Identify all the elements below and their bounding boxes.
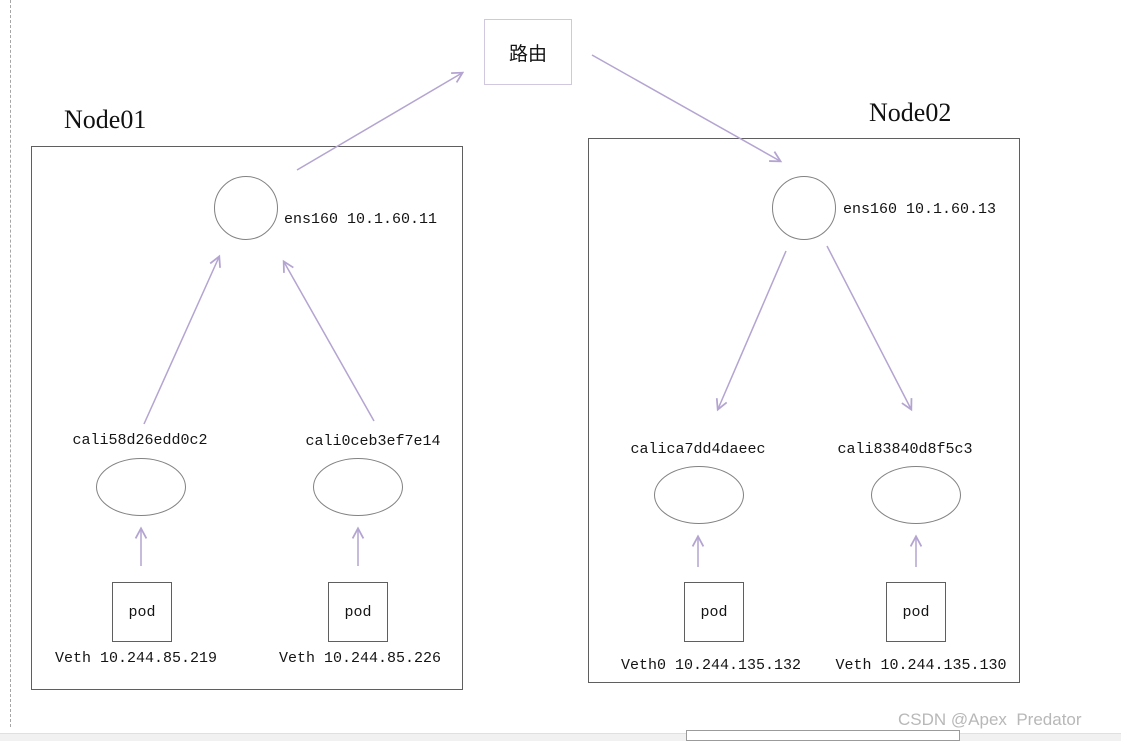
node01-nic-label: ens160 10.1.60.11 (284, 211, 438, 228)
node01-cali-label-1: cali58d26edd0c2 (72, 432, 208, 449)
node02-veth-label-1: Veth0 10.244.135.132 (620, 657, 802, 674)
pod-label: pod (128, 603, 156, 621)
node02-cali-label-2: cali83840d8f5c3 (837, 441, 973, 458)
node02-title: Node02 (869, 98, 952, 127)
node01-cali-label-2: cali0ceb3ef7e14 (305, 433, 441, 450)
pod-label: pod (902, 603, 930, 621)
node02-pod-box-2: pod (886, 582, 946, 642)
horizontal-scrollbar-thumb[interactable] (686, 730, 960, 741)
node02-cali-ellipse-1 (654, 466, 744, 524)
node02-cali-ellipse-2 (871, 466, 961, 524)
node01-veth-label-2: Veth 10.244.85.226 (278, 650, 442, 667)
node02-veth-label-2: Veth 10.244.135.130 (835, 657, 1007, 674)
node01-pod-box-1: pod (112, 582, 172, 642)
node02-pod-box-1: pod (684, 582, 744, 642)
horizontal-scrollbar-track[interactable] (0, 733, 1121, 741)
node01-box (31, 146, 463, 690)
pod-label: pod (700, 603, 728, 621)
left-dashed-border (10, 0, 11, 727)
router-label: 路由 (508, 43, 547, 65)
node01-nic-circle (214, 176, 278, 240)
csdn-watermark: CSDN @Apex Predator (898, 710, 1082, 729)
node02-cali-label-1: calica7dd4daeec (630, 441, 766, 458)
node01-pod-box-2: pod (328, 582, 388, 642)
node01-veth-label-1: Veth 10.244.85.219 (54, 650, 218, 667)
node01-cali-ellipse-2 (313, 458, 403, 516)
node01-title: Node01 (64, 105, 147, 134)
node02-box (588, 138, 1020, 683)
router-box: 路由 (484, 19, 572, 85)
pod-label: pod (344, 603, 372, 621)
node02-nic-label: ens160 10.1.60.13 (843, 201, 997, 218)
node01-cali-ellipse-1 (96, 458, 186, 516)
node02-nic-circle (772, 176, 836, 240)
